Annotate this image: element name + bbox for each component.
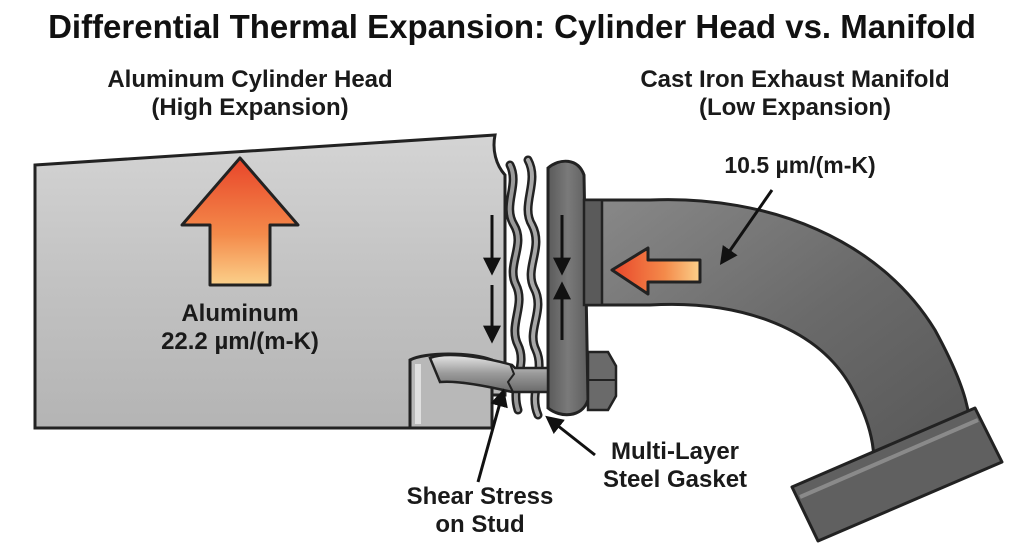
- gasket-pointer: [545, 415, 596, 457]
- shear-line-2: on Stud: [435, 510, 525, 538]
- cylinder-head-label: Aluminum Cylinder Head (High Expansion): [60, 66, 440, 121]
- stud-crack: [506, 363, 516, 393]
- flange-collar: [582, 198, 604, 307]
- shear-line-1: Shear Stress: [406, 483, 554, 510]
- aluminum-material: Aluminum: [181, 300, 299, 327]
- shear-stress-label: Shear Stress on Stud: [380, 483, 580, 538]
- gasket-line-1: Multi-Layer: [610, 438, 739, 465]
- manifold-label: Cast Iron Exhaust Manifold (Low Expansio…: [585, 66, 1005, 121]
- manifold-coef-pointer: [719, 189, 774, 265]
- expansion-up-arrow: [180, 156, 300, 287]
- gasket-layer-1-face: [507, 163, 524, 412]
- cylinder-head-expansion: (High Expansion): [151, 93, 349, 121]
- exhaust-stud: [428, 353, 550, 394]
- gasket-line-2: Steel Gasket: [602, 465, 748, 493]
- outlet-flange-face: [799, 418, 979, 499]
- expansion-left-arrow: [610, 246, 702, 296]
- shear-pointer: [476, 388, 508, 483]
- gasket-label: Multi-Layer Steel Gasket: [580, 438, 770, 493]
- manifold-coefficient: 10.5 µm/(m-K): [724, 152, 876, 178]
- cylinder-head-name: Aluminum Cylinder Head: [107, 66, 393, 93]
- manifold-outlet-flange: [790, 406, 1004, 543]
- manifold-name: Cast Iron Exhaust Manifold: [640, 66, 950, 93]
- aluminum-coefficient: 22.2 µm/(m-K): [161, 327, 319, 355]
- manifold-expansion: (Low Expansion): [699, 93, 891, 121]
- manifold-inlet-flange: [546, 159, 590, 417]
- diagram-title: Differential Thermal Expansion: Cylinder…: [48, 8, 976, 45]
- aluminum-label: Aluminum 22.2 µm/(m-K): [120, 300, 360, 355]
